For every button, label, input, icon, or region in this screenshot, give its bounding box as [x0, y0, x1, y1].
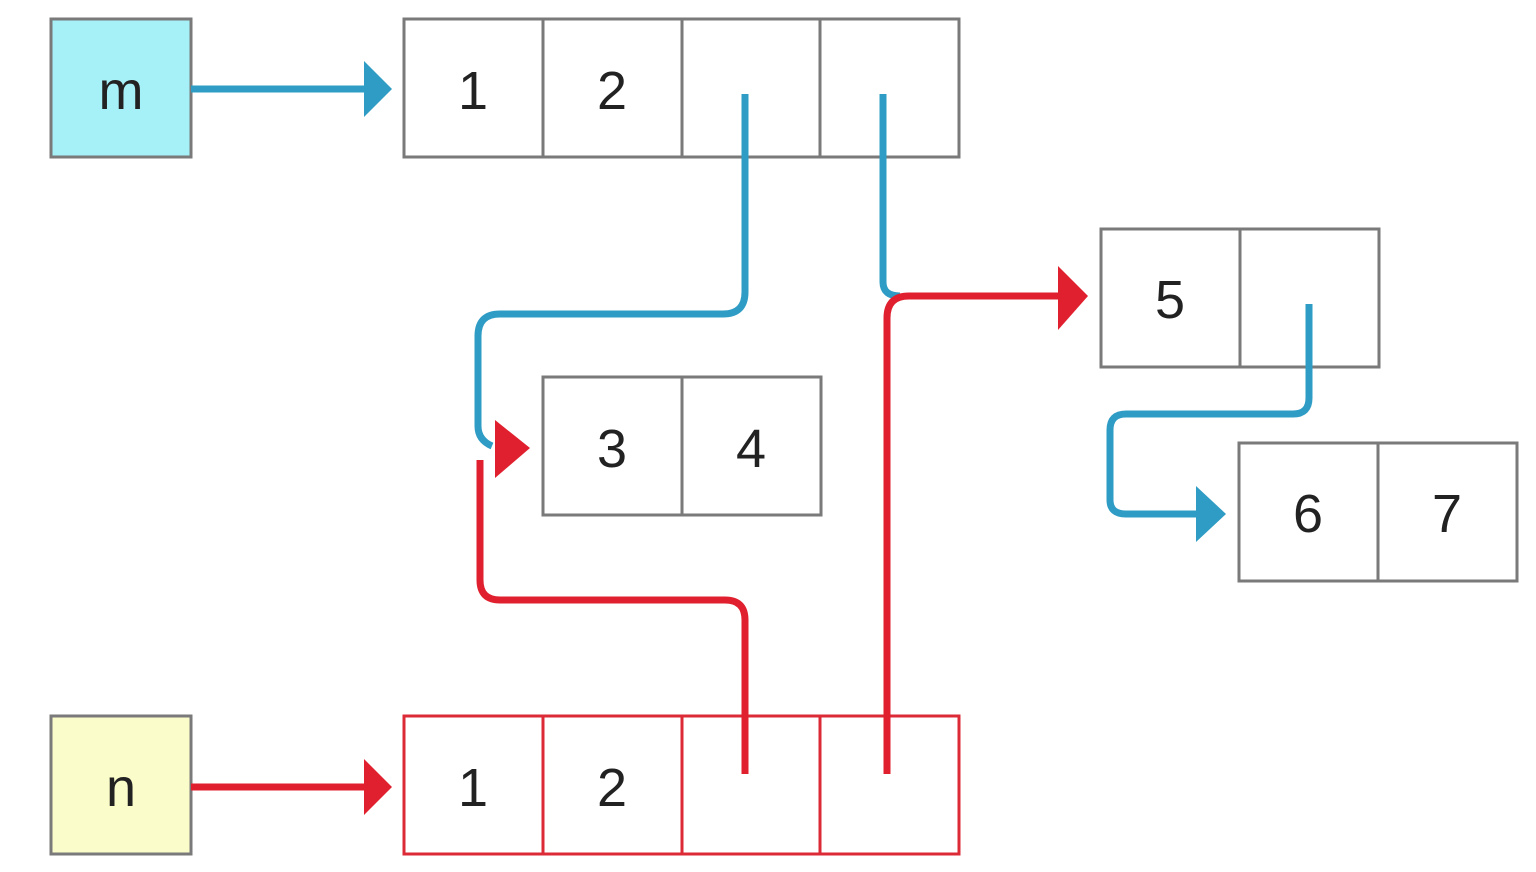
array-cell	[818, 17, 961, 159]
variable-m-box	[49, 17, 193, 159]
arrowhead	[1196, 486, 1226, 542]
array-cell	[402, 714, 545, 856]
arrow-n-cell3-to-inner-5	[883, 292, 1062, 774]
array-cell	[1099, 227, 1242, 369]
array-cell	[541, 714, 684, 856]
cell-value: 4	[736, 419, 766, 479]
array-inner-5: 5	[1099, 227, 1381, 369]
variable-n: n	[49, 714, 193, 856]
arrow-m-cell2-to-inner-3-4	[474, 94, 749, 450]
array-m-outer: 1 2	[402, 17, 961, 159]
arrow-inner5-to-inner-6-7	[1106, 304, 1313, 518]
arrowhead	[495, 420, 530, 478]
arrowhead	[364, 759, 392, 815]
arrow-n-cell2-to-inner-3-4	[476, 460, 749, 774]
cell-value: 1	[458, 758, 488, 818]
cell-value: 6	[1293, 484, 1323, 544]
variable-m-label: m	[99, 61, 144, 121]
array-cell	[1237, 441, 1380, 583]
array-n-outer: 1 2	[402, 714, 961, 856]
arrowhead	[1058, 266, 1088, 330]
array-cell	[541, 375, 684, 517]
array-inner-3-4: 3 4	[541, 375, 823, 517]
array-cell	[680, 375, 823, 517]
cell-value: 2	[597, 61, 627, 121]
array-cell	[402, 17, 545, 159]
cell-value: 1	[458, 61, 488, 121]
variable-n-box	[49, 714, 193, 856]
cell-value: 2	[597, 758, 627, 818]
arrowhead	[364, 61, 392, 117]
cell-value: 5	[1155, 270, 1185, 330]
array-cell	[1376, 441, 1519, 583]
variable-n-label: n	[106, 758, 136, 818]
array-cell	[680, 714, 822, 856]
cell-value: 3	[597, 419, 627, 479]
array-cell	[680, 17, 822, 159]
array-inner-6-7: 6 7	[1237, 441, 1519, 583]
variable-m: m	[49, 17, 193, 159]
red-references	[191, 266, 1088, 815]
cell-value: 7	[1432, 484, 1462, 544]
